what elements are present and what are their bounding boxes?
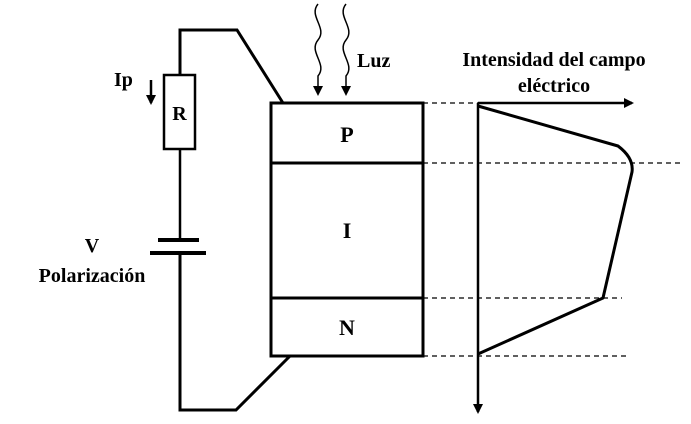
diode-body	[269, 101, 425, 358]
voltage-label: V	[85, 235, 100, 257]
circuit-wire-bottom	[178, 253, 292, 412]
bias-label: Polarización	[39, 265, 146, 287]
layer-p-label: P	[340, 122, 353, 147]
field-title-line2: eléctrico	[518, 75, 590, 97]
layer-i-label: I	[343, 218, 352, 243]
field-title-line1: Intensidad del campo	[462, 49, 645, 71]
electric-field-profile	[477, 104, 634, 356]
light-label: Luz	[357, 50, 390, 72]
resistor-label: R	[172, 103, 187, 125]
light-ray-left	[313, 3, 323, 96]
current-label: Ip	[114, 69, 133, 91]
layer-n-label: N	[339, 315, 355, 340]
light-ray-right	[341, 3, 351, 96]
circuit-wire-top	[178, 28, 285, 104]
